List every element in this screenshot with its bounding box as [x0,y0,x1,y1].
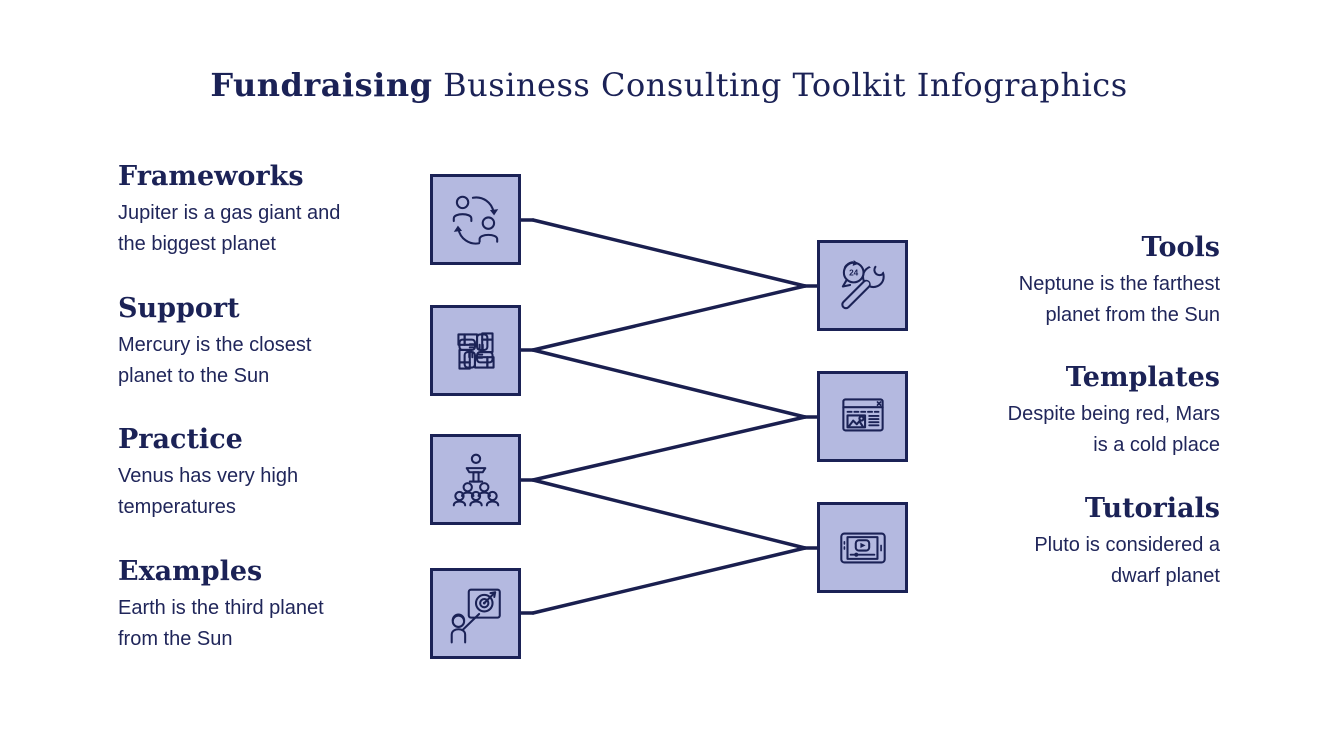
people-exchange-icon [452,195,498,245]
item-description: Mercury is the closest planet to the Sun [118,334,312,388]
video-player-icon [839,532,886,563]
target-presentation-icon [450,588,501,643]
item-title: Examples [118,556,263,587]
item-title: Tools [1141,232,1220,263]
right-item-tutorials: Tutorials Pluto is considered a dwarf pl… [920,493,1220,592]
teamwork-hands-icon [456,331,495,370]
right-item-tools: Tools Neptune is the farthest planet fro… [920,232,1220,331]
webpage-image-icon [841,397,884,431]
page-title-emphasis: Fundraising [210,66,433,104]
item-description: Despite being red, Mars is a cold place [1007,403,1220,457]
podium-audience-icon [452,453,499,506]
item-description: Pluto is considered a dwarf planet [1034,534,1220,588]
practice-icon-box [430,434,521,525]
wrench-24h-icon: 24 [840,254,890,309]
frameworks-icon-box [430,174,521,265]
item-title: Practice [118,424,243,455]
item-title: Tutorials [1084,493,1220,524]
item-description: Venus has very high temperatures [118,465,299,519]
item-title: Support [118,293,240,324]
item-description: Earth is the third planet from the Sun [118,597,324,651]
left-item-support: Support Mercury is the closest planet to… [118,293,418,392]
right-item-templates: Templates Despite being red, Mars is a c… [920,362,1220,461]
item-title: Frameworks [118,161,304,192]
page-title: Fundraising Business Consulting Toolkit … [0,66,1338,104]
templates-icon-box [817,371,908,462]
item-title: Templates [1065,362,1220,393]
tools-icon-box: 24 [817,240,908,331]
left-item-examples: Examples Earth is the third planet from … [118,556,418,655]
item-description: Jupiter is a gas giant and the biggest p… [118,202,341,256]
left-item-frameworks: Frameworks Jupiter is a gas giant and th… [118,161,418,260]
left-item-practice: Practice Venus has very high temperature… [118,424,418,523]
support-icon-box [430,305,521,396]
item-description: Neptune is the farthest planet from the … [1018,273,1220,327]
tutorials-icon-box [817,502,908,593]
svg-text:24: 24 [849,268,859,277]
examples-icon-box [430,568,521,659]
page-title-rest: Business Consulting Toolkit Infographics [432,66,1128,104]
